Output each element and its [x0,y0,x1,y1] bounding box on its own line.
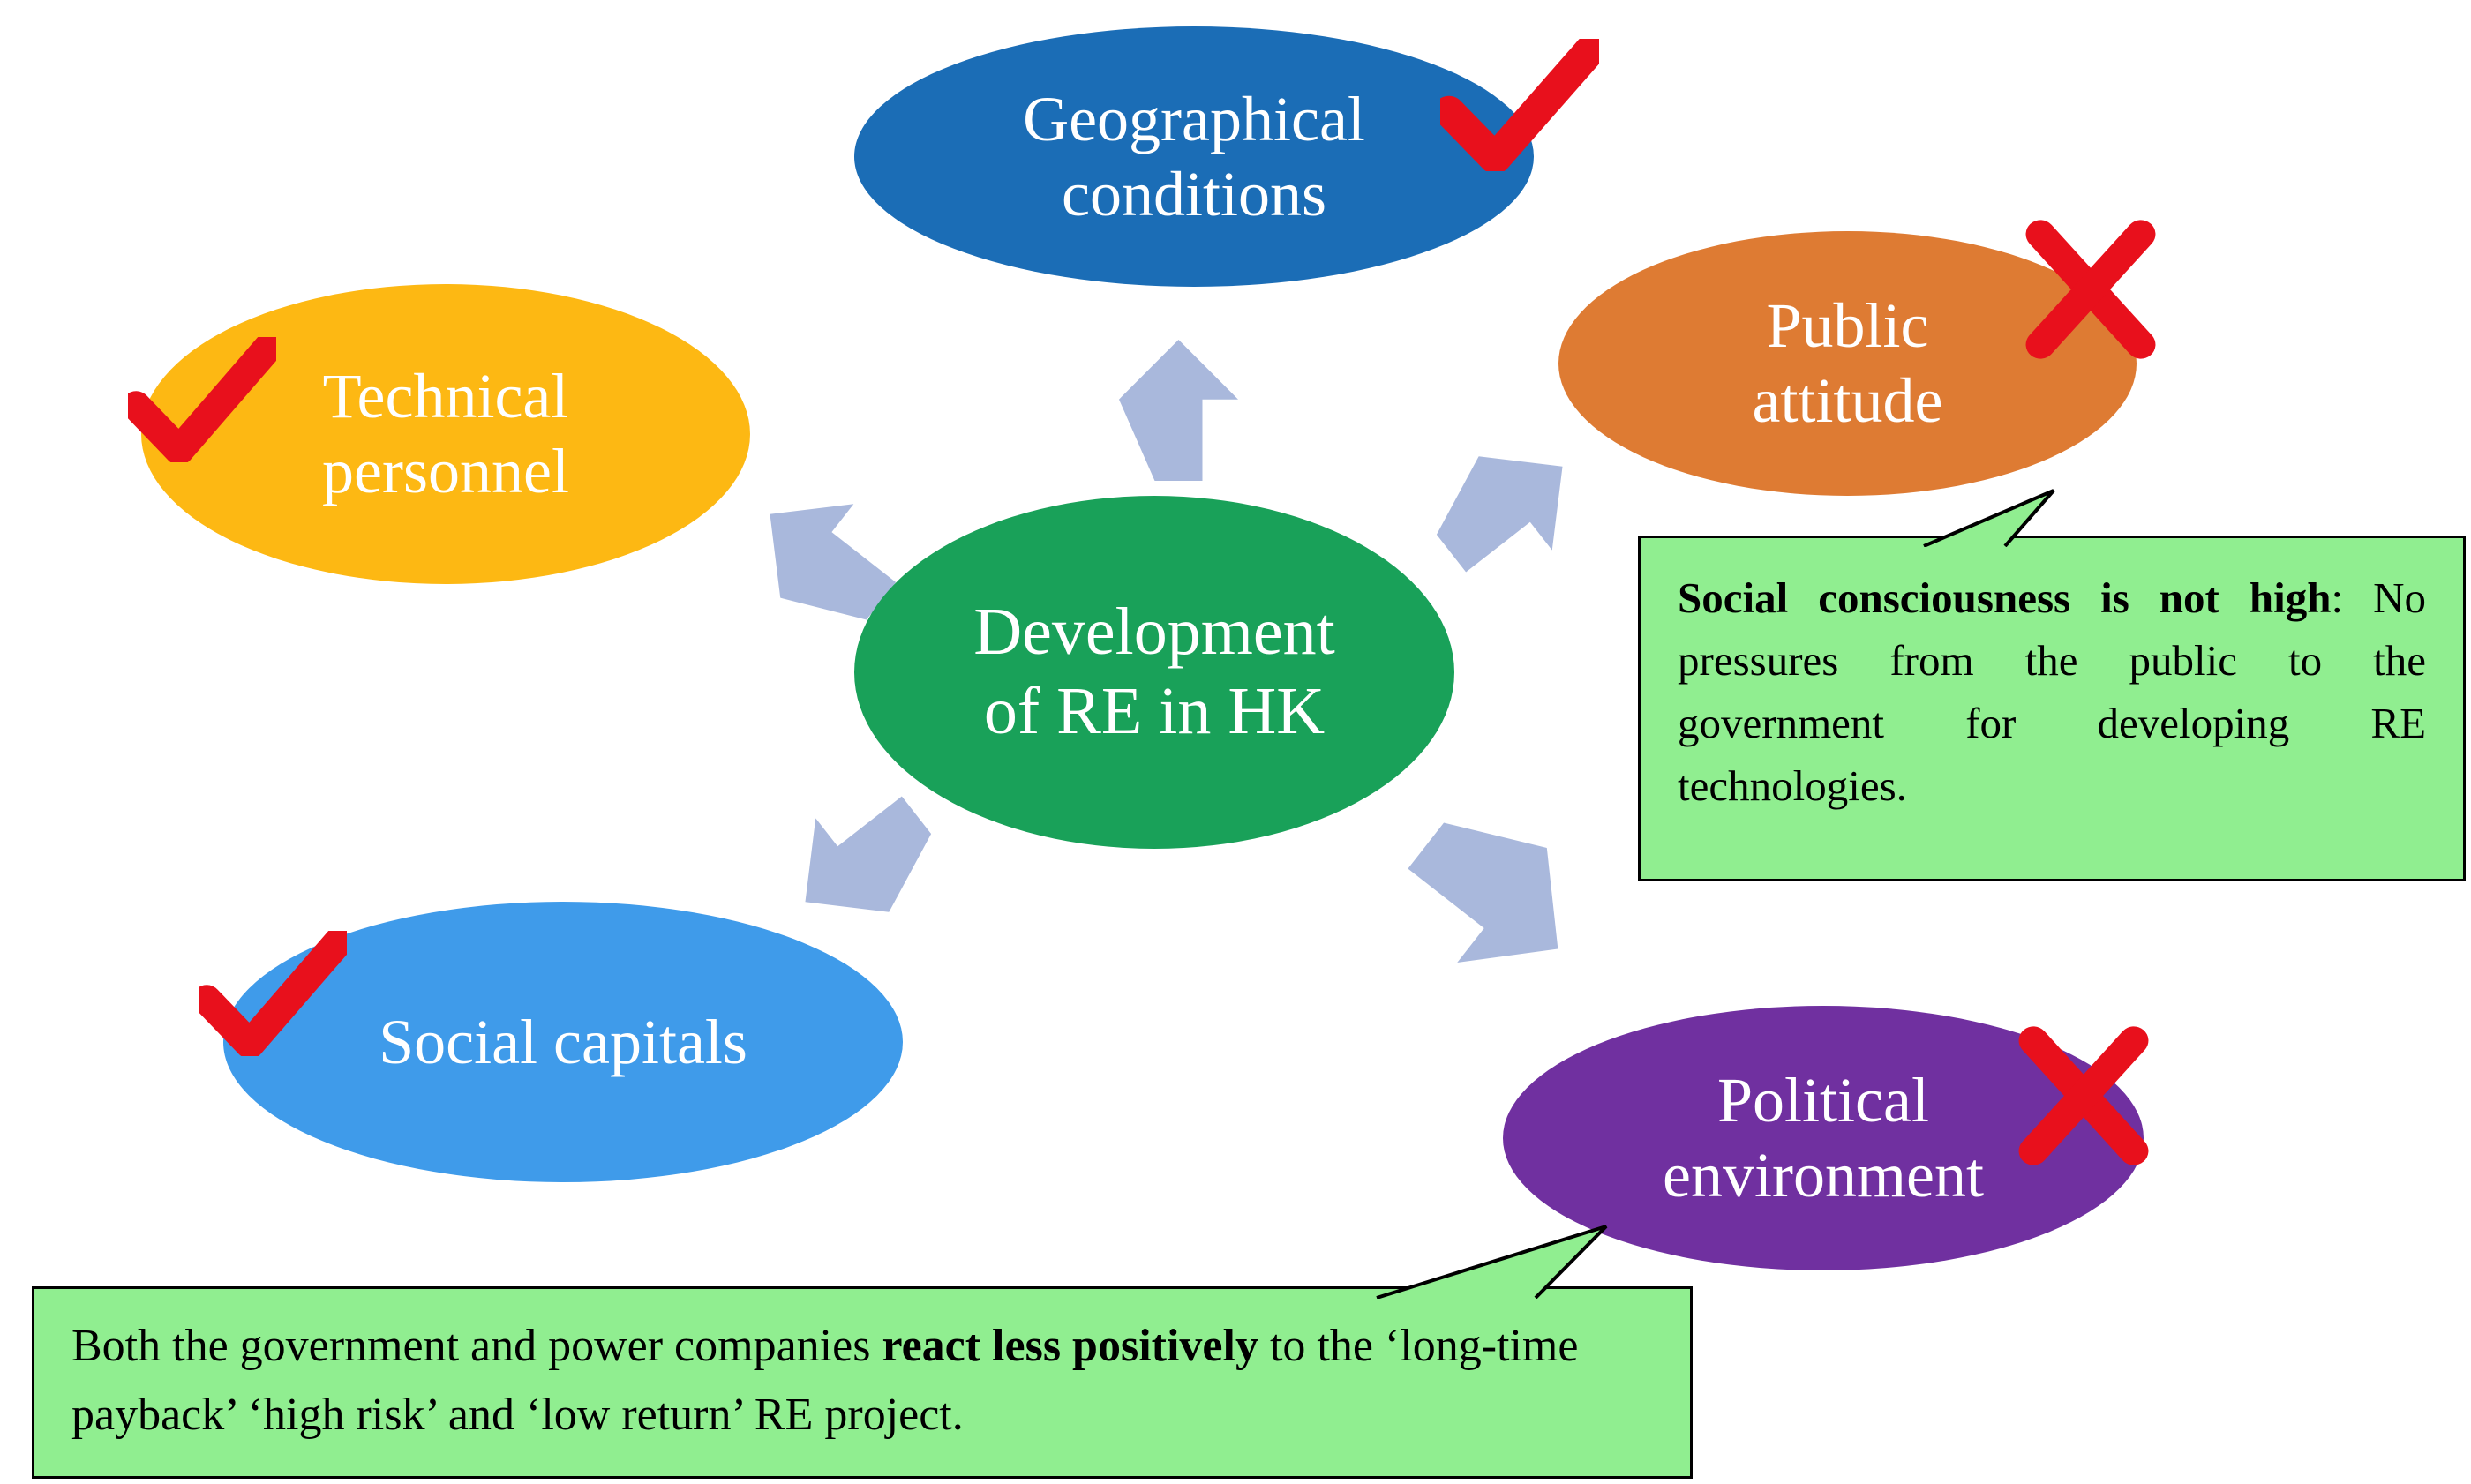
callout-political-environment: Both the government and power companies … [32,1286,1693,1479]
arrow-to-geographical-icon [1119,340,1238,481]
node-label: Technical [322,361,569,432]
node-technical-personnel: Technical personnel [141,284,750,584]
check-icon [199,931,347,1056]
arrow-to-public-icon [1415,420,1599,601]
check-icon [128,337,276,462]
node-label: conditions [1062,158,1326,229]
callout-bold-text: Social consciousness is not high [1678,573,2332,622]
arrow-to-social-icon [769,768,953,949]
node-label: attitude [1752,365,1943,436]
arrow-to-political-icon [1381,789,1603,1007]
callout-text: to the ‘long-time payback’ ‘high risk’ a… [71,1321,1579,1440]
cross-icon [2014,1022,2153,1170]
callout-public-attitude: Social consciousness is not high: No pre… [1638,536,2466,881]
node-label: Political [1717,1065,1929,1136]
node-label: of RE in HK [983,674,1326,748]
callout-pointer [1897,483,2100,547]
cross-icon [2021,215,2160,364]
node-label: Social capitals [379,1006,747,1077]
callout-text: : No pressures from the public to the go… [1678,573,2426,811]
arrow-to-technical-icon [733,468,918,648]
node-geographical-conditions: Geographical conditions [854,26,1534,287]
node-label: Public [1766,290,1929,362]
node-label: personnel [322,436,569,506]
node-label: Development [973,595,1335,670]
node-label: environment [1663,1140,1984,1210]
check-icon [1440,39,1599,171]
node-development-of-re-in-hk: Development of RE in HK [854,496,1454,849]
callout-bold-text: react less positively [882,1321,1258,1371]
node-public-attitude: Public attitude [1558,231,2137,496]
callout-text: Both the government and power companies [71,1321,882,1371]
callout-pointer [1350,1216,1655,1299]
node-label: Geographical [1023,83,1365,154]
